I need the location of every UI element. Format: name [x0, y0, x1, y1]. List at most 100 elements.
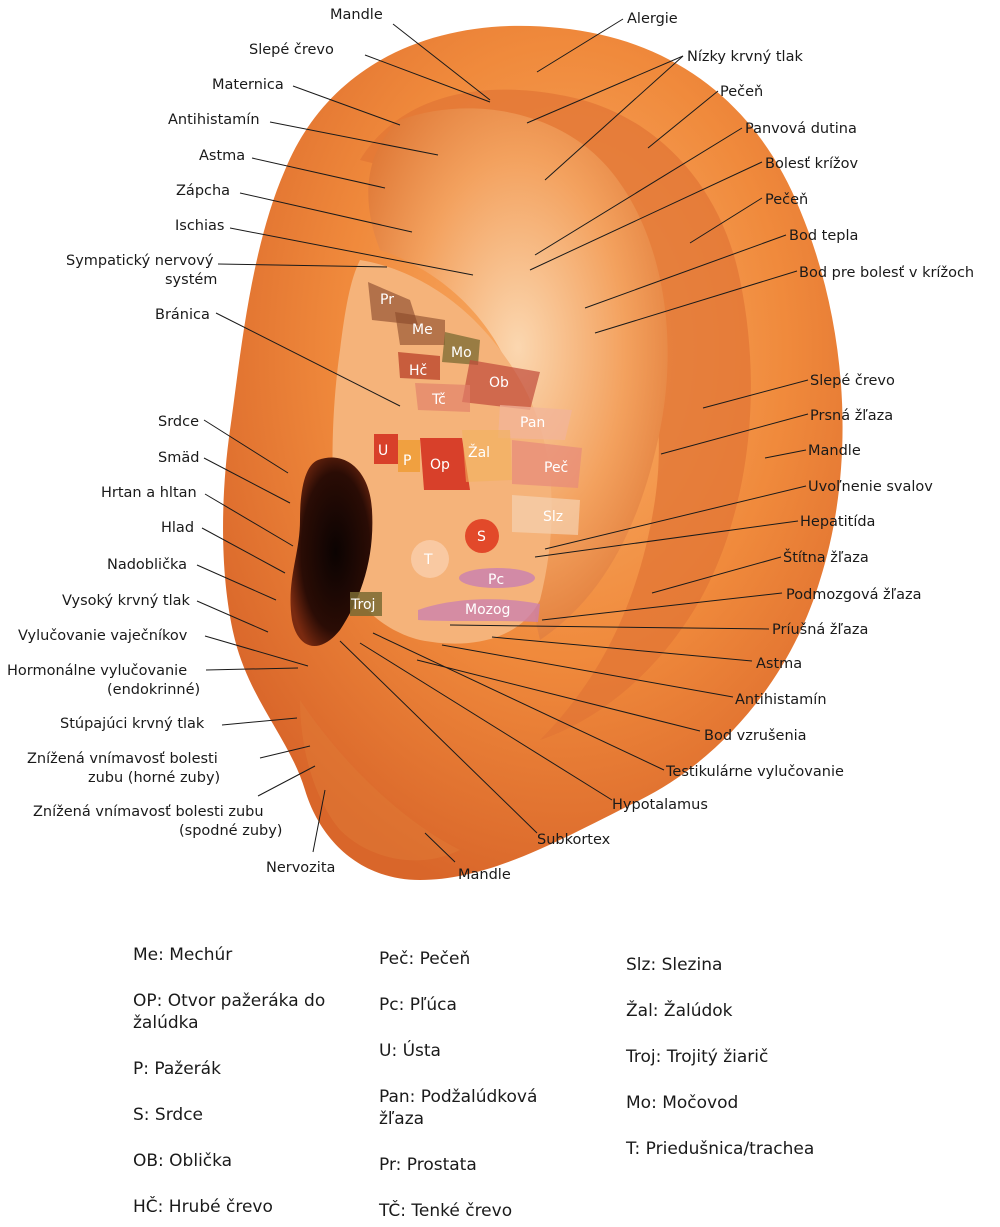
- label-znizena-horne-2: zubu (horné zuby): [88, 770, 220, 786]
- zone-s-label: S: [477, 529, 486, 545]
- zone-mo-area: [442, 332, 480, 365]
- zone-mozog-area: [418, 599, 540, 622]
- label-maternica: Maternica: [212, 77, 284, 93]
- label-stitna-zlaza: Štítna žľaza: [783, 548, 869, 566]
- zone-u-area: [374, 434, 398, 464]
- zone-tc-label: Tč: [431, 392, 446, 408]
- zone-ob-area: [462, 360, 540, 410]
- label-hlad: Hlad: [161, 520, 194, 536]
- zone-p-area: [398, 440, 420, 472]
- legend-item: Pan: Podžalúdková žľaza: [379, 1087, 538, 1129]
- label-alergie: Alergie: [627, 11, 678, 27]
- label-hrtan: Hrtan a hltan: [101, 485, 197, 501]
- zone-op-label: Op: [430, 457, 450, 473]
- zone-pec-area: [512, 440, 582, 488]
- legend-item: Me: Mechúr: [133, 945, 233, 965]
- zone-pc-area: [459, 568, 535, 588]
- left-labels: Mandle Slepé črevo Maternica Antihistamí…: [7, 7, 511, 883]
- label-bod-bolest-krizoch: Bod pre bolesť v krížoch: [799, 265, 974, 281]
- zone-ob-label: Ob: [489, 375, 509, 391]
- label-pecen-2: Pečeň: [765, 192, 808, 208]
- legend-item: Pr: Prostata: [379, 1155, 477, 1175]
- label-podmozgova-zlaza: Podmozgová žľaza: [786, 587, 922, 603]
- ear-lobe-shadow: [300, 700, 460, 861]
- label-nervozita: Nervozita: [266, 860, 335, 876]
- legend-item: P: Pažerák: [133, 1059, 221, 1079]
- label-smad: Smäd: [158, 450, 199, 466]
- legend-item: Pc: Pľúca: [379, 995, 457, 1015]
- legend-item: Žal: Žalúdok: [626, 1001, 733, 1021]
- zone-t-label: T: [423, 552, 433, 568]
- legend-item: OP: Otvor pažeráka do žalúdka: [133, 991, 326, 1033]
- label-sympaticky-2: systém: [165, 272, 217, 288]
- label-subkortex: Subkortex: [537, 832, 611, 848]
- label-stupajuci-tlak: Stúpajúci krvný tlak: [60, 716, 205, 732]
- label-hormonalne-1: Hormonálne vylučovanie: [7, 663, 187, 679]
- label-bod-tepla: Bod tepla: [789, 228, 858, 244]
- legend-item: Troj: Trojitý žiarič: [626, 1047, 769, 1067]
- zone-pan-label: Pan: [520, 415, 545, 431]
- zone-zal-area: [462, 430, 512, 482]
- ear-helix-fold: [360, 89, 751, 740]
- legend-item: Slz: Slezina: [626, 955, 723, 975]
- zone-pan-area: [498, 405, 572, 440]
- zone-me-label: Me: [412, 322, 433, 338]
- label-nadoblicka: Nadoblička: [107, 557, 187, 573]
- label-branica: Bránica: [155, 307, 210, 323]
- zone-op-area: [420, 438, 470, 490]
- zone-mozog-label: Mozog: [465, 602, 510, 618]
- zone-t-dot: [411, 540, 449, 578]
- label-mandle-top: Mandle: [330, 7, 383, 23]
- zone-zal-label: Žal: [468, 443, 490, 461]
- label-testikularne: Testikulárne vylučovanie: [665, 764, 844, 780]
- label-priusna-zlaza: Príušná žľaza: [772, 622, 868, 638]
- zone-hc-label: Hč: [409, 363, 427, 379]
- label-hepatitida: Hepatitída: [800, 514, 875, 530]
- leader-lines: [196, 18, 809, 863]
- label-vysoky-tlak: Vysoký krvný tlak: [62, 593, 191, 609]
- legend-item: OB: Oblička: [133, 1151, 233, 1171]
- label-bolest-krizov: Bolesť krížov: [765, 156, 858, 172]
- label-vylucovanie-vajecnikov: Vylučovanie vaječníkov: [18, 628, 188, 644]
- zone-pec-label: Peč: [544, 460, 568, 476]
- label-mandle-right: Mandle: [808, 443, 861, 459]
- zone-s-dot: [465, 519, 499, 553]
- label-mandle-bottom: Mandle: [458, 867, 511, 883]
- zone-tc-area: [415, 383, 470, 412]
- label-hormonalne-2: (endokrinné): [107, 682, 200, 698]
- zone-me-area: [395, 312, 445, 345]
- zones: Pr Me Mo Hč Ob Tč Pan U P Op Žal Peč Slz…: [350, 282, 582, 622]
- legend-item: TČ: Tenké črevo: [379, 1201, 513, 1221]
- right-labels: Alergie Nízky krvný tlak Pečeň Panvová d…: [537, 11, 974, 848]
- label-panvova-dutina: Panvová dutina: [745, 121, 857, 137]
- label-pecen-1: Pečeň: [720, 84, 763, 100]
- legend-item: T: Priedušnica/trachea: [626, 1139, 815, 1159]
- legend-item: U: Ústa: [379, 1041, 441, 1061]
- zone-slz-label: Slz: [543, 509, 563, 525]
- label-bod-vzrusenia: Bod vzrušenia: [704, 728, 807, 744]
- label-hypotalamus: Hypotalamus: [612, 797, 708, 813]
- legend-item: Peč: Pečeň: [379, 949, 471, 969]
- zone-pc-label: Pc: [488, 572, 504, 588]
- label-prsna-zlaza: Prsná žľaza: [810, 408, 893, 424]
- legend-item: Mo: Močovod: [626, 1093, 739, 1113]
- label-slepe-crevo-left: Slepé črevo: [249, 42, 334, 58]
- label-astma-left: Astma: [199, 148, 245, 164]
- zone-u-label: U: [378, 443, 388, 459]
- label-znizena-horne-1: Znížená vnímavosť bolesti: [27, 751, 218, 767]
- legend-item: S: Srdce: [133, 1105, 204, 1125]
- zone-mo-label: Mo: [451, 345, 472, 361]
- zone-pr-label: Pr: [380, 292, 394, 308]
- label-znizena-spodne-2: (spodné zuby): [179, 823, 282, 839]
- zone-troj-label: Troj: [350, 597, 375, 613]
- label-astma-right: Astma: [756, 656, 802, 672]
- label-slepe-crevo-right: Slepé črevo: [810, 373, 895, 389]
- label-antihistamin-right: Antihistamín: [735, 692, 827, 708]
- label-antihistamin-left: Antihistamín: [168, 112, 260, 128]
- label-znizena-spodne-1: Znížená vnímavosť bolesti zubu: [33, 804, 264, 820]
- label-sympaticky-1: Sympatický nervový: [66, 253, 214, 269]
- legend-item: HČ: Hrubé črevo: [133, 1197, 273, 1217]
- label-ischias: Ischias: [175, 218, 224, 234]
- label-uvolnenie-svalov: Uvoľnenie svalov: [808, 479, 933, 495]
